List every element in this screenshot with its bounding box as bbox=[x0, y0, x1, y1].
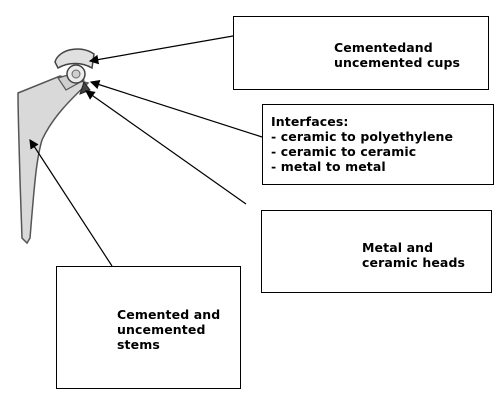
cups-box bbox=[233, 16, 489, 90]
heads-label-line-1: Metal and bbox=[362, 240, 434, 255]
arrow-to-stem bbox=[29, 138, 113, 267]
stems-label-line-3: stems bbox=[117, 337, 160, 352]
main-stem-shape bbox=[17, 75, 90, 245]
cups-label-line-2: uncemented cups bbox=[334, 55, 461, 70]
arrow-to-cup bbox=[88, 35, 234, 65]
stems-label-line-1: Cemented and bbox=[117, 307, 221, 322]
main-hip-implant bbox=[17, 48, 95, 245]
interfaces-label: Interfaces: - ceramic to polyethylene - … bbox=[271, 114, 453, 174]
cups-label-line-1: Cementedand bbox=[334, 40, 433, 55]
heads-box bbox=[261, 210, 492, 293]
main-cup-shape bbox=[54, 48, 95, 70]
interfaces-label-title: Interfaces: bbox=[271, 114, 349, 129]
interfaces-label-item-2: - ceramic to ceramic bbox=[271, 144, 417, 159]
heads-label: Metal and ceramic heads bbox=[362, 240, 465, 270]
heads-label-line-2: ceramic heads bbox=[362, 255, 466, 270]
interfaces-box bbox=[262, 104, 494, 185]
arrow-to-interfaces bbox=[89, 80, 263, 138]
interfaces-label-item-3: - metal to metal bbox=[271, 159, 386, 174]
stems-box bbox=[56, 266, 241, 389]
arrow-to-head bbox=[85, 90, 247, 205]
stems-label-line-2: uncemented bbox=[117, 322, 206, 337]
cups-label: Cementedand uncemented cups bbox=[334, 40, 460, 70]
stems-label: Cemented and uncemented stems bbox=[117, 307, 220, 352]
interfaces-label-item-1: - ceramic to polyethylene bbox=[271, 129, 454, 144]
